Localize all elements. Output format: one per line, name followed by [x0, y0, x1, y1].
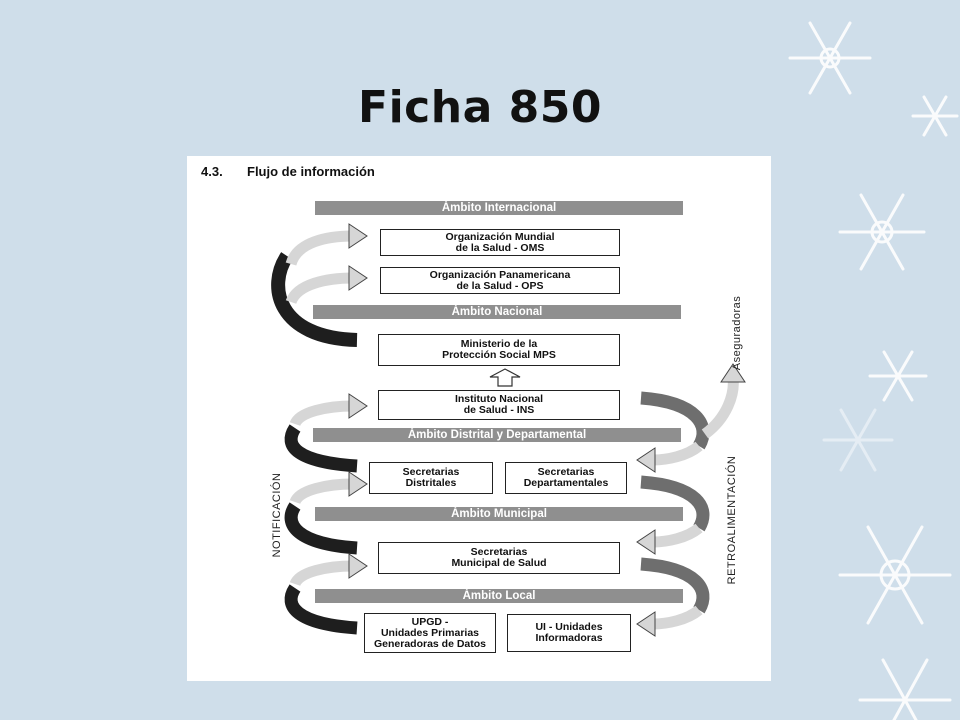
light-curve-arrow: [285, 230, 354, 267]
section-number: 4.3.: [201, 164, 223, 179]
box-ins: Instituto Nacional de Salud - INS: [378, 390, 620, 420]
mid-curve-arrow: [640, 475, 710, 532]
light-curve-arrow: [289, 400, 354, 427]
box-secretarias-distritales: Secretarias Distritales: [369, 462, 493, 494]
information-flow-diagram: 4.3. Flujo de información: [187, 156, 771, 681]
arrow-head: [348, 553, 368, 579]
light-curve-arrow: [652, 605, 703, 630]
box-secretarias-departamentales: Secretarias Departamentales: [505, 462, 627, 494]
box-oms: Organización Mundial de la Salud - OMS: [380, 229, 620, 256]
box-ops: Organización Panamericana de la Salud - …: [380, 267, 620, 294]
snowflake-icon: [858, 658, 952, 720]
band-municipal: Ámbito Municipal: [315, 507, 683, 521]
up-arrow-icon: [489, 368, 521, 387]
arrow-head: [636, 529, 656, 555]
band-local: Ámbito Local: [315, 589, 683, 603]
light-curve-arrow: [289, 560, 354, 587]
snowflake-icon: [868, 350, 928, 402]
snowflake-icon: [838, 525, 952, 625]
box-upgd: UPGD - Unidades Primarias Generadoras de…: [364, 613, 496, 653]
mid-curve-arrow: [640, 557, 710, 614]
snowflake-icon: [822, 408, 894, 472]
label-notificacion: NOTIFICACIÓN: [271, 472, 283, 558]
slide-title: Ficha 850: [358, 82, 602, 133]
snowflake-icon: [911, 95, 959, 137]
box-mps: Ministerio de la Protección Social MPS: [378, 334, 620, 366]
dark-curve-arrow: [284, 424, 358, 473]
arrow-head: [348, 393, 368, 419]
light-curve-arrow: [289, 478, 354, 505]
section-title: Flujo de información: [247, 164, 375, 179]
arrow-head: [348, 265, 368, 291]
band-nacional: Ámbito Nacional: [313, 305, 681, 319]
arrow-head: [636, 611, 656, 637]
arrow-head: [636, 447, 656, 473]
dark-curve-arrow: [284, 502, 358, 555]
dark-curve-arrow: [271, 252, 358, 347]
box-secretarias-municipal: Secretarias Municipal de Salud: [378, 542, 620, 574]
flow-arrows: [271, 223, 746, 637]
band-distrital-departamental: Ámbito Distrital y Departamental: [313, 428, 681, 442]
arrow-head: [348, 223, 368, 249]
light-curve-arrow: [652, 441, 703, 466]
light-curve-arrow: [285, 272, 354, 305]
box-ui: UI - Unidades Informadoras: [507, 614, 631, 652]
dark-curve-arrow: [284, 584, 358, 635]
light-curve-arrow: [701, 377, 739, 439]
label-aseguradoras: Aseguradoras: [731, 295, 743, 371]
label-retroalimentacion: RETROALIMENTACIÓN: [726, 455, 738, 585]
snowflake-icon: [788, 21, 872, 95]
band-internacional: Ámbito Internacional: [315, 201, 683, 215]
arrow-head: [348, 471, 368, 497]
snowflake-icon: [838, 193, 926, 271]
arrow-head: [720, 363, 746, 383]
light-curve-arrow: [652, 523, 703, 548]
mid-curve-arrow: [640, 391, 710, 450]
